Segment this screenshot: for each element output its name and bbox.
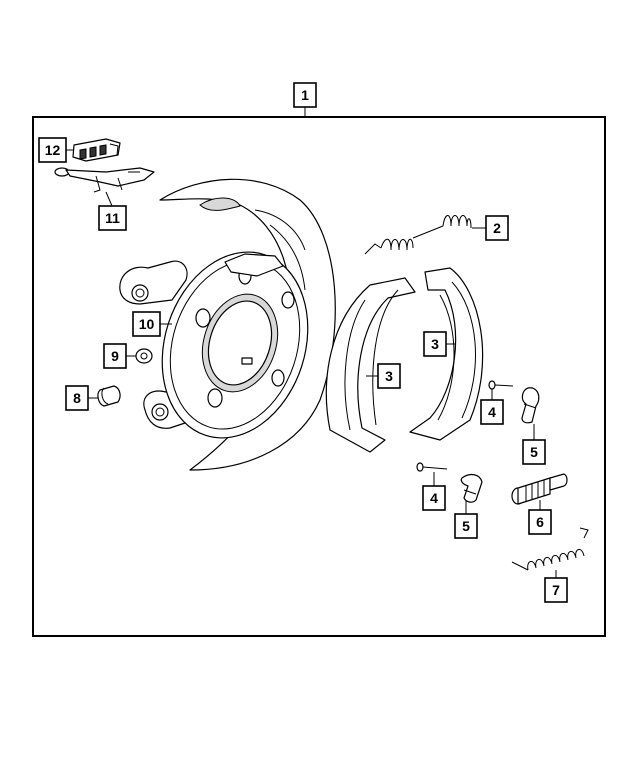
assembly-frame bbox=[32, 116, 606, 637]
callout-5a-label: 5 bbox=[530, 444, 538, 460]
callout-6-label: 6 bbox=[536, 514, 544, 530]
callout-10-label: 10 bbox=[139, 316, 155, 332]
part-6-adjuster-screw bbox=[511, 473, 568, 505]
callout-3b-label: 3 bbox=[385, 368, 393, 384]
callout-4b: 4 bbox=[422, 485, 446, 511]
callout-5a: 5 bbox=[522, 439, 546, 465]
part-8-plug bbox=[97, 385, 121, 407]
callout-5b: 5 bbox=[454, 513, 478, 539]
callout-12-label: 12 bbox=[45, 142, 61, 158]
callout-8: 8 bbox=[65, 385, 89, 411]
part-12-adjuster-clips bbox=[72, 138, 121, 162]
callout-1-label: 1 bbox=[301, 87, 309, 103]
part-3-brake-shoe-right bbox=[409, 267, 484, 441]
callout-2: 2 bbox=[485, 215, 509, 241]
callout-9: 9 bbox=[103, 343, 127, 369]
callout-1: 1 bbox=[293, 82, 317, 108]
part-9-nut bbox=[135, 348, 153, 364]
callout-4b-label: 4 bbox=[430, 490, 438, 506]
part-11-adjuster-lever bbox=[54, 167, 155, 193]
callout-5b-label: 5 bbox=[462, 518, 470, 534]
callout-3b: 3 bbox=[377, 363, 401, 389]
callout-6: 6 bbox=[528, 509, 552, 535]
part-4-hold-down-pin-upper bbox=[488, 380, 514, 390]
callout-4a-label: 4 bbox=[488, 404, 496, 420]
part-2-return-spring bbox=[364, 215, 472, 255]
callout-11-label: 11 bbox=[105, 210, 120, 226]
callout-8-label: 8 bbox=[73, 390, 81, 406]
callout-9-label: 9 bbox=[111, 348, 119, 364]
callout-3a-label: 3 bbox=[431, 336, 439, 352]
callout-4a: 4 bbox=[480, 399, 504, 425]
part-4-hold-down-pin-lower bbox=[416, 462, 448, 472]
callout-2-label: 2 bbox=[493, 220, 501, 236]
part-5-hold-down-clip-upper bbox=[521, 387, 540, 424]
part-7-lower-spring bbox=[511, 527, 589, 571]
callout-7-label: 7 bbox=[552, 582, 560, 598]
callout-12: 12 bbox=[38, 137, 67, 163]
leader-11 bbox=[105, 191, 113, 207]
part-3-brake-shoe-left bbox=[325, 277, 416, 453]
callout-7: 7 bbox=[544, 577, 568, 603]
part-5-hold-down-clip-lower bbox=[460, 473, 483, 503]
callout-11: 11 bbox=[98, 205, 127, 231]
part-10-backing-plate bbox=[119, 178, 336, 471]
callout-10: 10 bbox=[132, 311, 161, 337]
callout-3a: 3 bbox=[423, 331, 447, 357]
